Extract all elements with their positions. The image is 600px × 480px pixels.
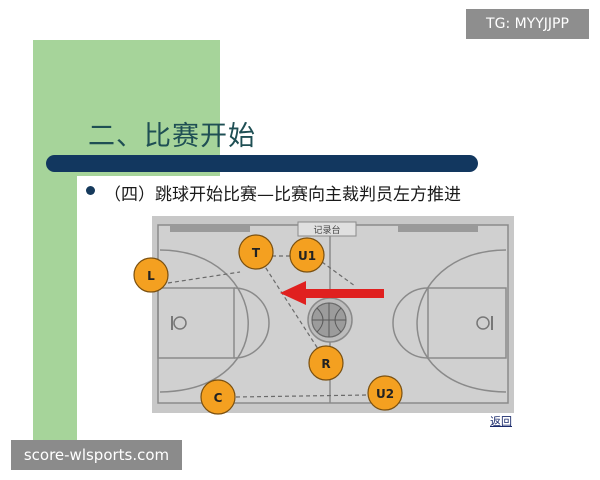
right-key	[427, 287, 507, 359]
bullet-text: （四）跳球开始比赛—比赛向主裁判员左方推进	[104, 185, 461, 205]
left-key	[157, 287, 235, 359]
decorative-green-panel	[33, 40, 220, 176]
right-three-point-line	[416, 249, 507, 393]
return-link[interactable]: 返回	[490, 415, 512, 428]
referee-u1-label: U1	[298, 249, 316, 263]
referee-t-label: T	[252, 246, 261, 260]
movement-line-c-to-u2	[235, 394, 369, 398]
scorer-table-label: 记录台	[313, 224, 340, 236]
left-basket	[173, 316, 187, 330]
left-bench	[170, 224, 250, 232]
watermark-bottom: score-wlsports.com	[11, 440, 182, 470]
right-bench	[398, 224, 478, 232]
scorer-table	[297, 221, 357, 237]
decorative-green-stripe	[33, 176, 77, 440]
referee-c-label: C	[214, 391, 223, 405]
referee-u2-label: U2	[376, 387, 394, 401]
direction-arrow-shaft	[302, 289, 384, 298]
watermark-top: TG: MYYJJPP	[466, 9, 589, 39]
referee-l: L	[133, 257, 169, 293]
bullet-point-icon	[86, 186, 95, 195]
left-three-point-line	[159, 249, 249, 393]
basketball-seams	[312, 303, 346, 337]
referee-t: T	[238, 234, 274, 270]
referee-u1: U1	[289, 237, 325, 273]
title-underline-bar	[46, 155, 478, 172]
left-key-arc	[233, 287, 270, 359]
movement-line-l-to-t	[167, 271, 241, 284]
right-basket	[476, 316, 490, 330]
movement-line-t-to-r	[261, 261, 321, 353]
right-key-arc	[392, 287, 429, 359]
slide-title: 二、比赛开始	[88, 121, 256, 152]
referee-c: C	[200, 379, 236, 415]
referee-l-label: L	[147, 269, 155, 283]
red-left-arrow-icon	[280, 281, 306, 305]
referee-u2: U2	[367, 375, 403, 411]
referee-r: R	[308, 345, 344, 381]
referee-r-label: R	[321, 357, 330, 371]
